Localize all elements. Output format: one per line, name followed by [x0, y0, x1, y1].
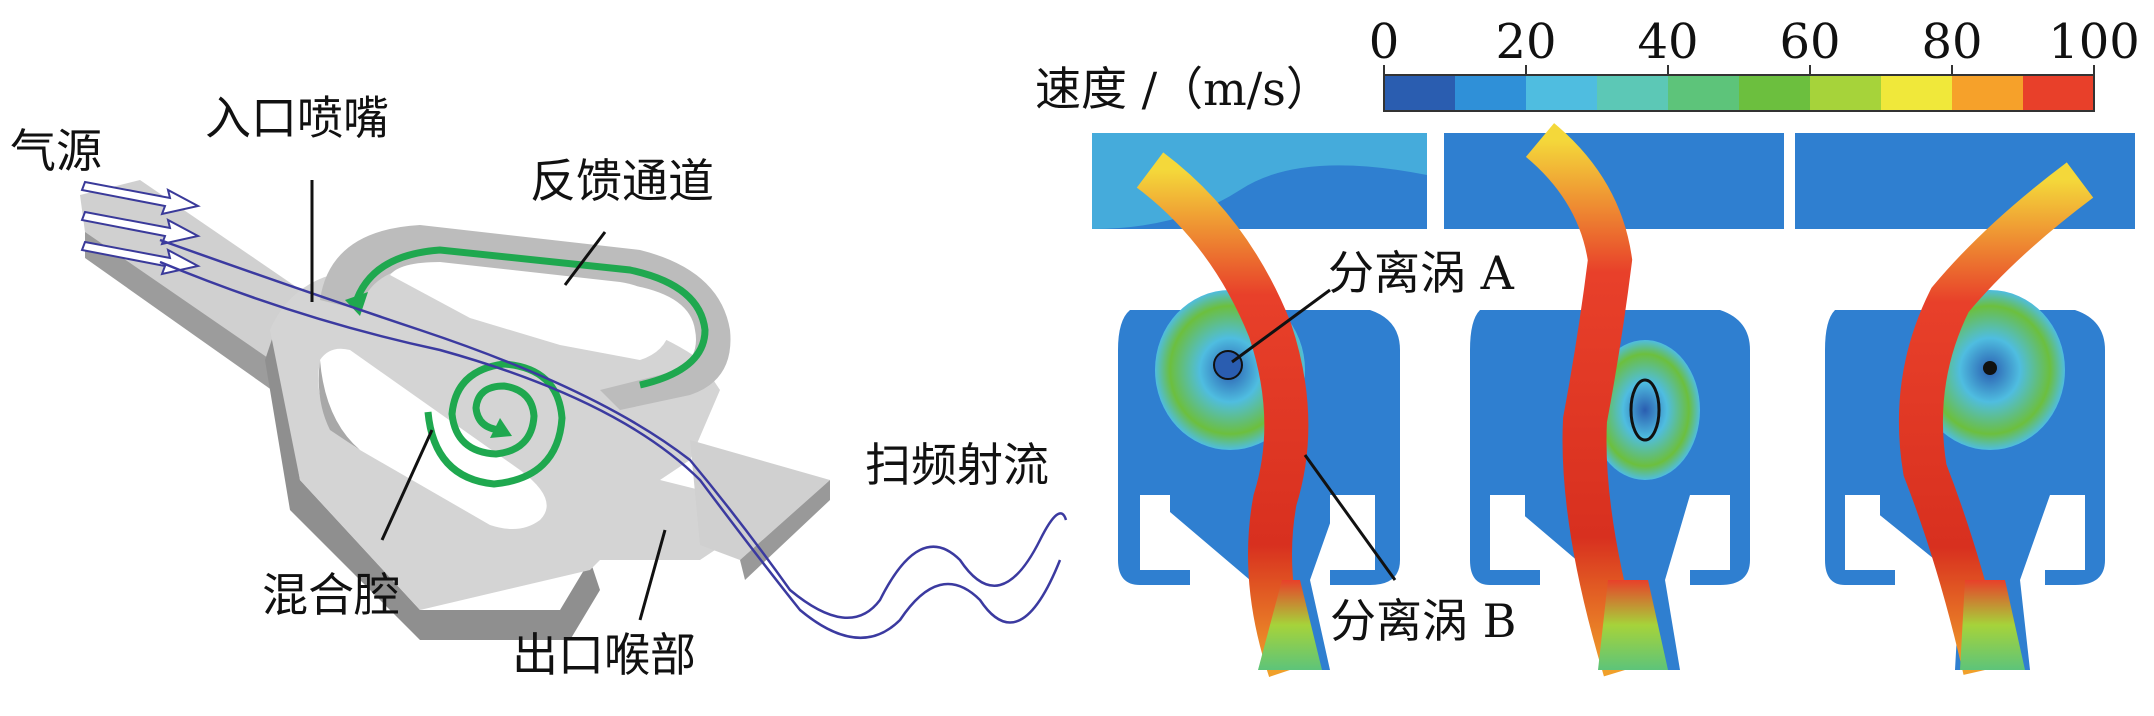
colorbar-segment-5	[1668, 75, 1739, 111]
colorbar-tick-100: 100	[2048, 14, 2140, 70]
cfd-panel-2	[1444, 123, 1784, 677]
colorbar-title: 速度 /（m/s）	[1035, 62, 1332, 116]
label-vortex-b: 分离涡 B	[1330, 594, 1517, 648]
colorbar-tick-80: 80	[1921, 14, 1983, 70]
colorbar-segment-4	[1597, 75, 1668, 111]
colorbar-segment-2	[1455, 75, 1526, 111]
colorbar-tick-40: 40	[1637, 14, 1699, 70]
colorbar-segment-7	[1810, 75, 1881, 111]
colorbar-segment-10	[2023, 75, 2094, 111]
colorbar-segment-1	[1384, 75, 1455, 111]
colorbar-segment-8	[1881, 75, 1952, 111]
colorbar-tick-20: 20	[1495, 14, 1557, 70]
label-feedback-channel: 反馈通道	[530, 154, 714, 208]
label-vortex-a: 分离涡 A	[1328, 246, 1514, 300]
colorbar-segment-9	[1952, 75, 2023, 111]
colorbar-segment-6	[1739, 75, 1810, 111]
colorbar-segment-3	[1526, 75, 1597, 111]
oscillator-3d-model	[80, 180, 1068, 640]
vortex-b-leader	[1303, 454, 1397, 581]
cfd-panel-1	[1092, 133, 1427, 677]
colorbar	[1383, 65, 2095, 112]
colorbar-tick-60: 60	[1779, 14, 1841, 70]
colorbar-tick-0: 0	[1368, 14, 1400, 70]
vortex-a-leader	[1231, 288, 1331, 364]
label-mixing-chamber: 混合腔	[262, 568, 400, 622]
label-inlet-nozzle: 入口喷嘴	[205, 91, 389, 145]
label-gas-source: 气源	[10, 124, 102, 178]
label-outlet-throat: 出口喉部	[512, 628, 696, 682]
cfd-panel-3	[1795, 133, 2135, 675]
label-sweeping-jet: 扫频射流	[865, 438, 1049, 492]
